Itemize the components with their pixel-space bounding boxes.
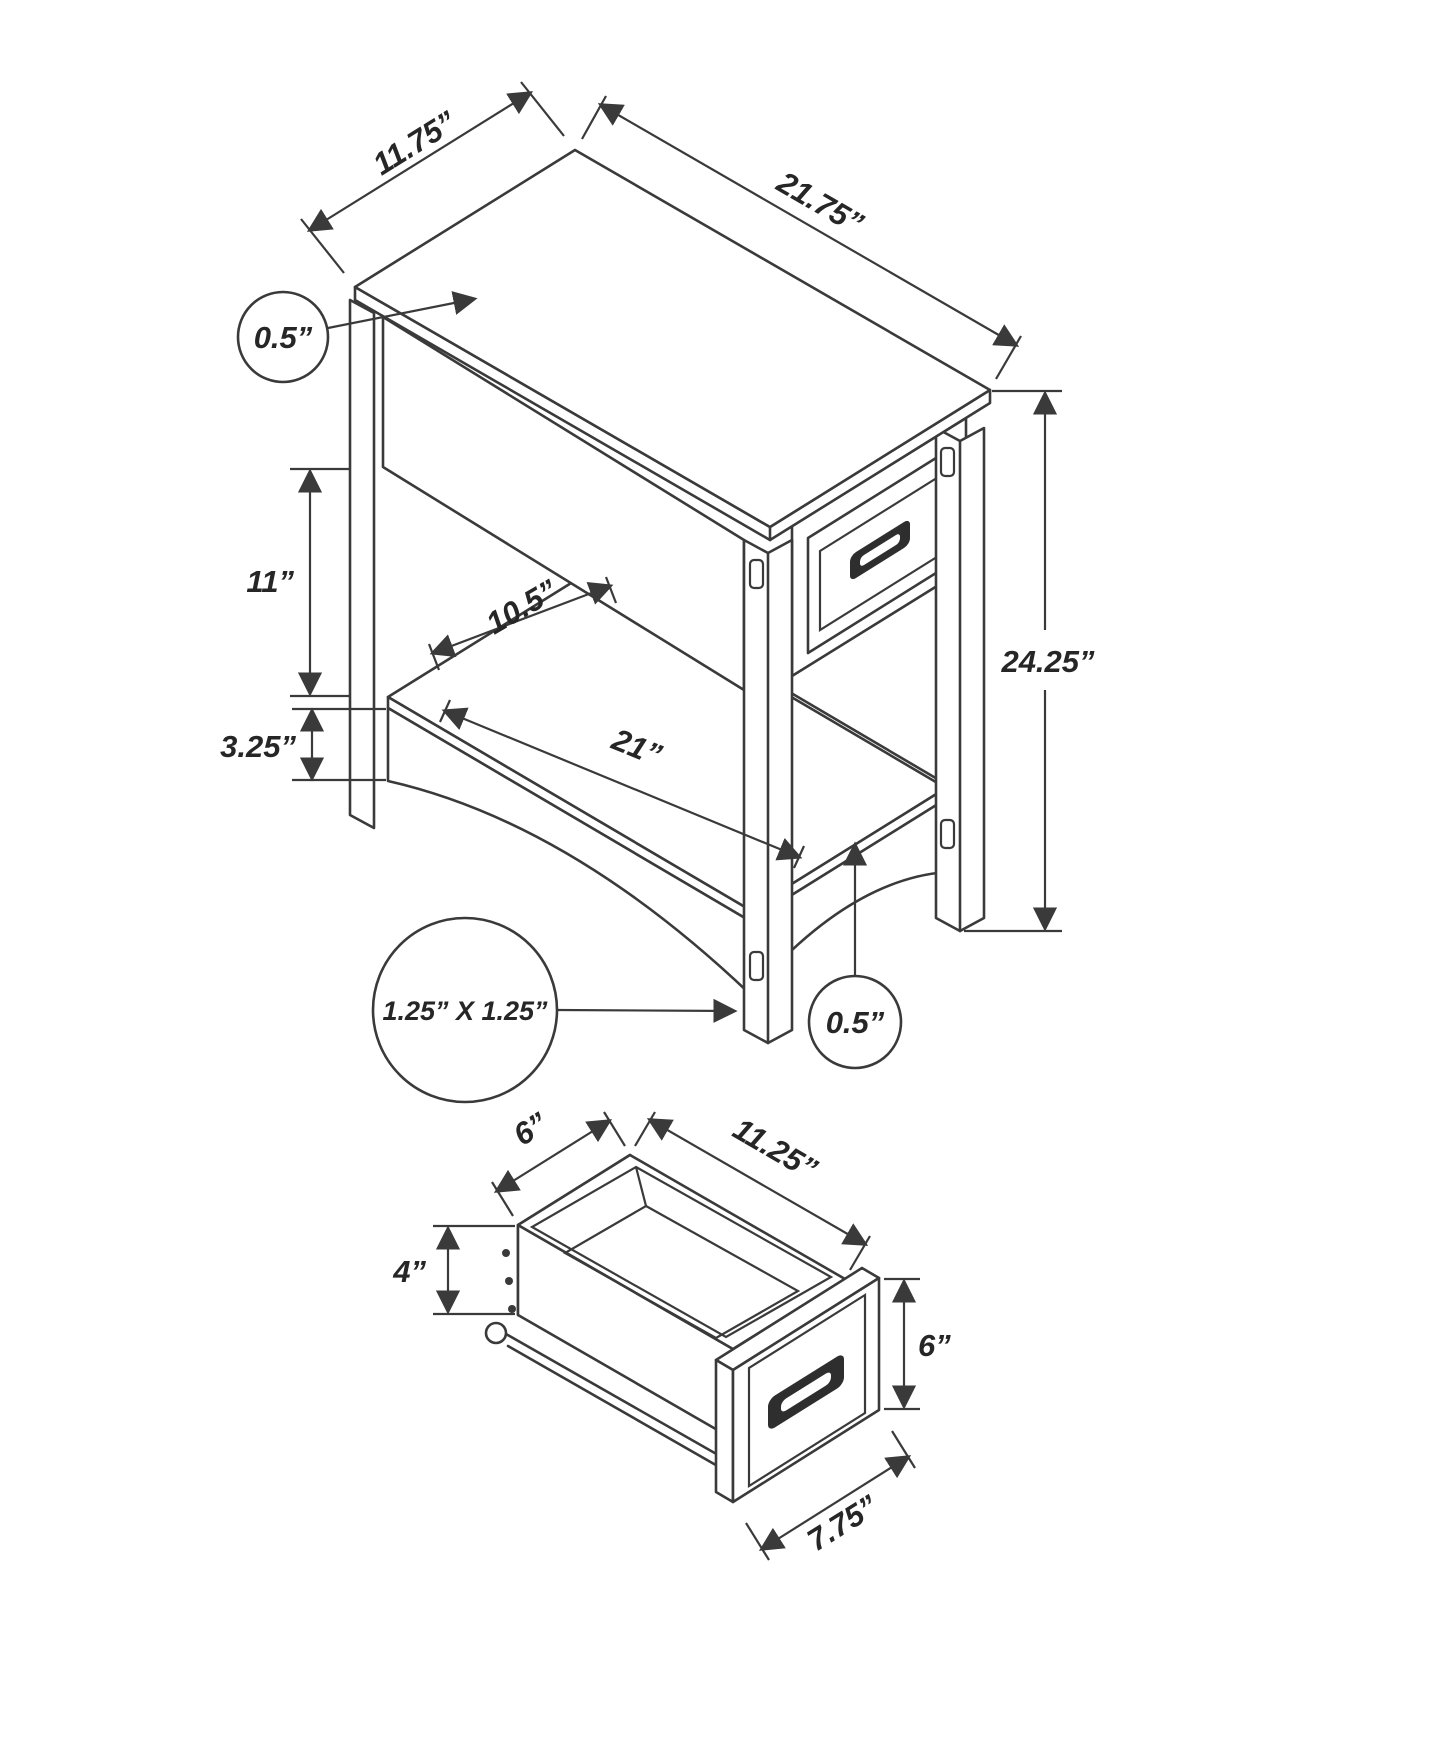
- tenon-right-leg-shelf: [939, 818, 956, 850]
- callout-shelf-thickness-circle: [807, 974, 903, 1070]
- screw-dot: [505, 1277, 513, 1285]
- screw-dot: [508, 1305, 516, 1313]
- dim-box-height: 4”: [392, 1224, 515, 1316]
- dim-box-height-label: 4”: [392, 1254, 426, 1289]
- callout-leg-size-label: 1.25” X 1.25”: [382, 996, 548, 1026]
- drawer-slide-rail-lower: [506, 1344, 744, 1482]
- callout-top-thickness-label: 0.5”: [254, 320, 313, 355]
- drawer-front-side-face: [714, 1358, 735, 1504]
- handle-slot: [860, 534, 900, 566]
- dim-shelf-clearance: 11”: [246, 467, 350, 698]
- drawer-front-inner-border: [747, 1293, 867, 1488]
- tenon-right-leg-top: [939, 446, 956, 478]
- dim-top-width-label: 21.75”: [770, 164, 869, 242]
- dim-front-height: 6”: [884, 1277, 951, 1411]
- dim-shelf-clearance-label: 11”: [246, 564, 294, 599]
- table-figure: [348, 148, 992, 1045]
- callout-shelf-thickness: 0.5”: [807, 841, 903, 1070]
- drawer-inner-corner-edge: [634, 1166, 648, 1207]
- callout-top-thickness-circle: [236, 290, 330, 384]
- callout-leg-size: 1.25” X 1.25”: [371, 916, 738, 1104]
- dim-drawer-width-label: 11.25”: [727, 1111, 824, 1187]
- table-leg-left: [348, 298, 376, 830]
- drawer-figure: [484, 1153, 881, 1504]
- callout-shelf-thickness-label: 0.5”: [826, 1005, 885, 1040]
- drawer-handle: [768, 1355, 844, 1429]
- dim-apron-height: 3.25”: [220, 707, 386, 782]
- dim-drawer-depth-label: 6”: [507, 1105, 554, 1152]
- tenon-front-leg-shelf: [748, 950, 765, 982]
- handle-slot: [781, 1372, 831, 1412]
- dim-overall-height-label: 24.25”: [1000, 644, 1095, 679]
- drawer-roller-wheel: [484, 1321, 508, 1345]
- screw-dot: [502, 1249, 510, 1257]
- callout-top-thickness: 0.5”: [236, 290, 478, 384]
- drawer-slide-rail: [504, 1332, 750, 1474]
- drawer-interior-bottom: [562, 1204, 801, 1340]
- table-drawer-handle: [850, 520, 910, 580]
- dim-apron-height-label: 3.25”: [220, 729, 296, 764]
- dim-overall-height: 24.25”: [964, 389, 1095, 933]
- dim-front-height-label: 6”: [918, 1328, 951, 1363]
- tenon-front-leg-top: [748, 558, 765, 590]
